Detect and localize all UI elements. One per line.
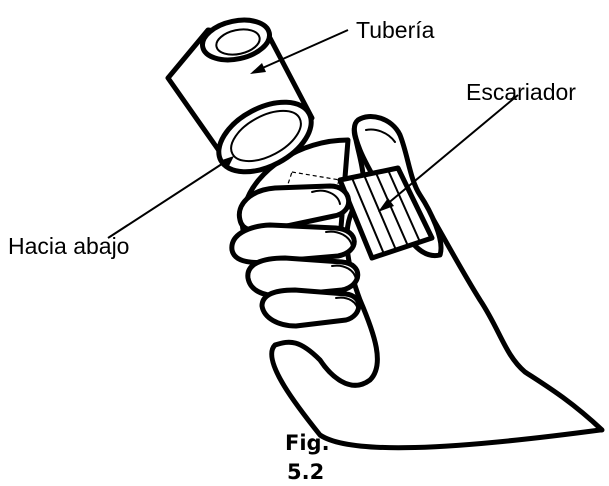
fingers — [232, 186, 359, 326]
figure-caption-number: 5.2 — [287, 462, 324, 483]
finger-little — [262, 290, 359, 326]
reamer-label: Escariador — [466, 81, 576, 104]
figure-caption-label: Fig. — [285, 433, 330, 454]
pipe-label: Tubería — [356, 19, 434, 42]
direction-label: Hacia abajo — [8, 235, 129, 258]
leader-line-down — [108, 160, 228, 238]
